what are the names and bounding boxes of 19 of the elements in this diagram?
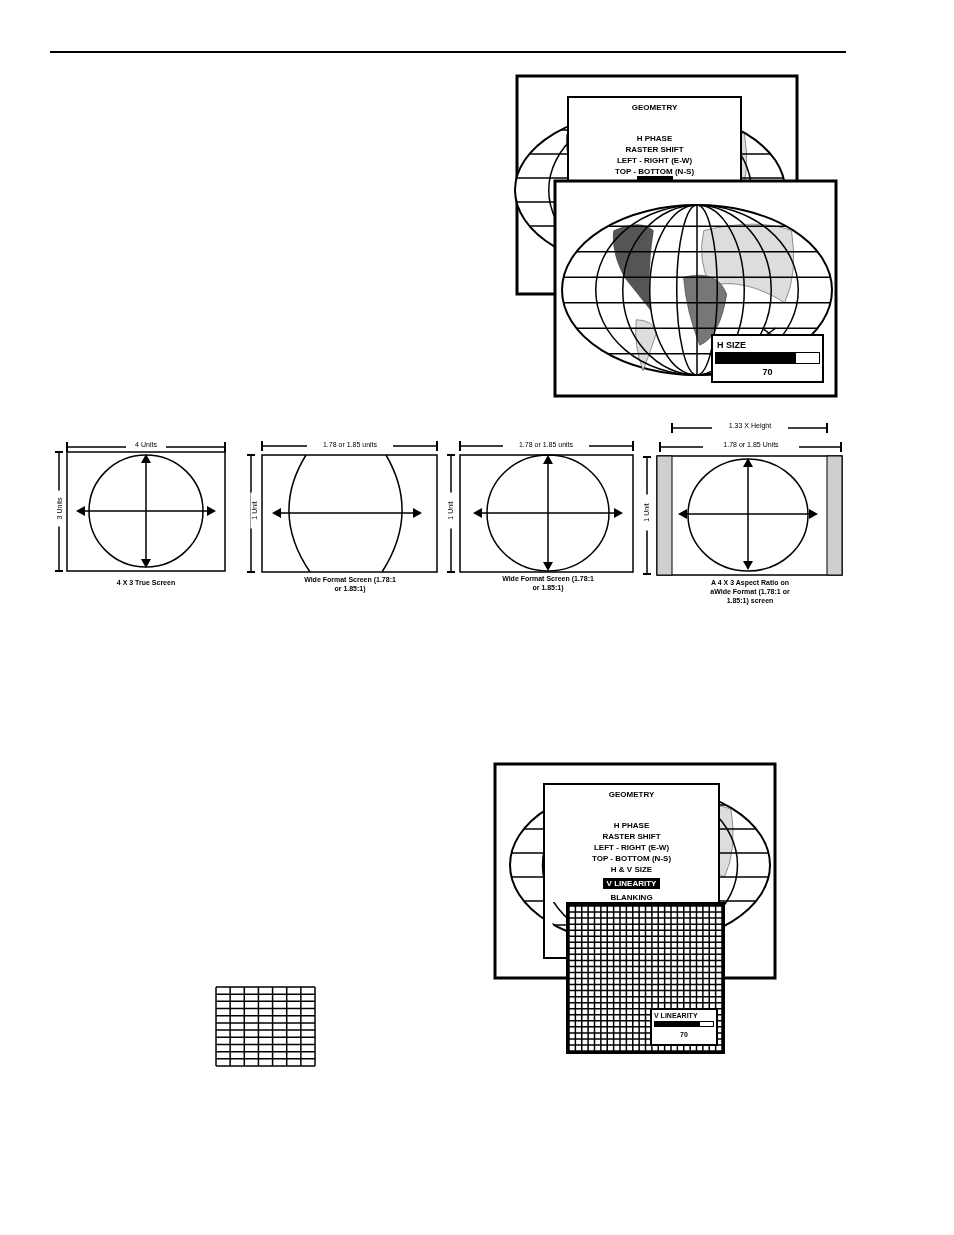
menu-item: H PHASE	[636, 133, 673, 144]
menu-item: TOP - BOTTOM (N-S)	[614, 166, 695, 177]
slider-box	[650, 1008, 718, 1046]
menu-item: LEFT - RIGHT (E-W)	[593, 842, 670, 853]
menu-title: GEOMETRY	[608, 789, 655, 800]
menu-item: TOP - BOTTOM (N-S)	[591, 853, 672, 864]
menu-item: H PHASE	[613, 820, 650, 831]
menu-panel	[543, 783, 720, 902]
menu-item: BLANKING	[610, 892, 653, 903]
menu-panel	[567, 96, 742, 180]
menu-item: H & V SIZE	[610, 864, 653, 875]
slider-value: 70	[762, 368, 773, 377]
slider-box	[711, 334, 824, 383]
menu-title: GEOMETRY	[631, 102, 678, 113]
menu-item: LEFT - RIGHT (E-W)	[616, 155, 693, 166]
slider-title: H SIZE	[717, 341, 746, 350]
menu-item: RASTER SHIFT	[602, 831, 661, 842]
selected-menu-item: V LINEARITY	[602, 878, 661, 889]
menu-item: RASTER SHIFT	[625, 144, 684, 155]
